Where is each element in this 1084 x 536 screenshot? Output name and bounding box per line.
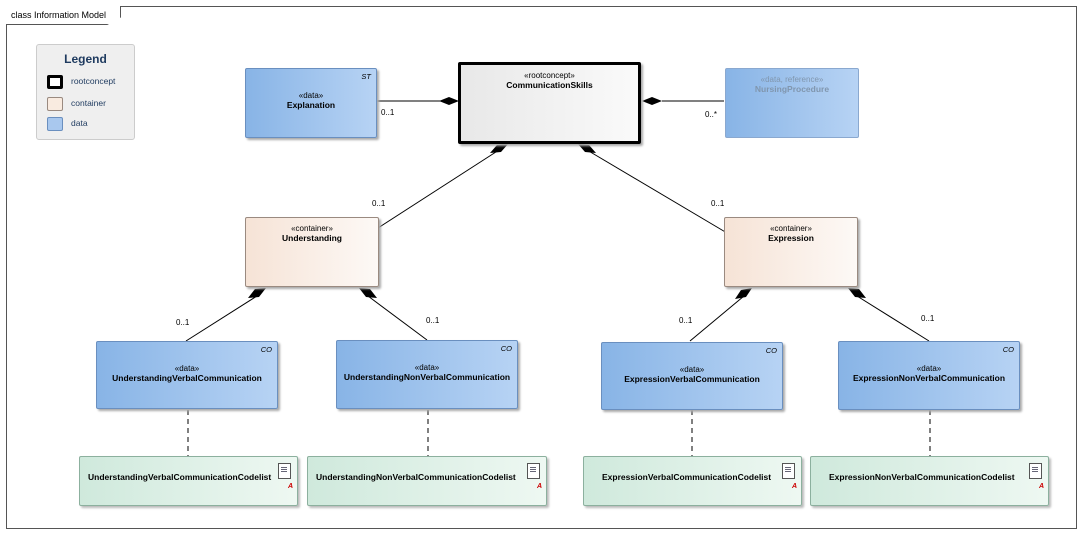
class-explanation[interactable]: ST «data» Explanation <box>245 68 377 138</box>
class-nursing-procedure[interactable]: «data, reference» NursingProcedure <box>725 68 859 138</box>
multiplicity-nursing-procedure: 0..* <box>705 110 718 119</box>
class-communication-skills[interactable]: «rootconcept» CommunicationSkills <box>458 62 641 144</box>
codelist-expression-verbal-name: ExpressionVerbalCommunicationCodelist <box>602 472 772 482</box>
codelist-understanding-nonverbal-name: UnderstandingNonVerbalCommunicationCodel… <box>316 472 516 482</box>
connector-understanding-nonverbal <box>367 295 428 341</box>
codelist-abstract-badge: A <box>287 483 293 490</box>
class-expression[interactable]: «container» Expression <box>724 217 858 287</box>
legend-label-data: data <box>71 118 88 128</box>
understanding-stereotype: «container» <box>291 224 333 233</box>
codelist-document-icon <box>278 463 291 479</box>
codelist-abstract-badge: A <box>791 483 797 490</box>
composition-diamond-explanation <box>439 97 459 105</box>
expression-verbal-name: ExpressionVerbalCommunication <box>624 374 760 384</box>
understanding-nonverbal-stereotype: «data» <box>414 363 440 372</box>
legend-label-rootconcept: rootconcept <box>71 76 116 86</box>
legend-swatch-container <box>47 97 63 111</box>
codelist-document-icon <box>1029 463 1042 479</box>
connector-expression-nonverbal <box>856 295 930 342</box>
composition-diamond-expression-verbal <box>735 288 752 299</box>
understanding-name: Understanding <box>282 233 342 243</box>
class-understanding-nonverbal-communication[interactable]: CO «data» UnderstandingNonVerbalCommunic… <box>336 340 518 409</box>
understanding-verbal-name: UnderstandingVerbalCommunication <box>112 373 262 383</box>
expression-verbal-type-code: CO <box>765 346 777 355</box>
connector-understanding <box>377 149 500 229</box>
codelist-document-icon <box>527 463 540 479</box>
class-understanding-verbal-communication[interactable]: CO «data» UnderstandingVerbalCommunicati… <box>96 341 278 409</box>
explanation-type-code: ST <box>361 72 371 81</box>
codelist-expression-nonverbal[interactable]: ExpressionNonVerbalCommunicationCodelist… <box>810 456 1049 506</box>
understanding-nonverbal-name: UnderstandingNonVerbalCommunication <box>343 372 511 382</box>
codelist-abstract-badge: A <box>536 483 542 490</box>
expression-name: Expression <box>768 233 814 243</box>
multiplicity-explanation: 0..1 <box>381 108 395 117</box>
composition-diamond-expression-nonverbal <box>848 288 866 298</box>
composition-diamond-expression <box>578 144 596 153</box>
multiplicity-expression: 0..1 <box>711 199 725 208</box>
expression-stereotype: «container» <box>770 224 812 233</box>
understanding-verbal-stereotype: «data» <box>174 364 200 373</box>
class-expression-nonverbal-communication[interactable]: CO «data» ExpressionNonVerbalCommunicati… <box>838 341 1020 410</box>
class-expression-verbal-communication[interactable]: CO «data» ExpressionVerbalCommunication <box>601 342 783 410</box>
understanding-verbal-type-code: CO <box>260 345 272 354</box>
explanation-stereotype: «data» <box>298 91 324 100</box>
expression-nonverbal-name: ExpressionNonVerbalCommunication <box>852 373 1006 383</box>
composition-diamond-nursing-procedure <box>642 97 662 105</box>
multiplicity-expression-nonverbal: 0..1 <box>921 314 935 323</box>
legend-swatch-rootconcept <box>47 75 63 89</box>
class-understanding[interactable]: «container» Understanding <box>245 217 379 287</box>
composition-diamond-understanding-verbal <box>248 288 266 298</box>
codelist-abstract-badge: A <box>1038 483 1044 490</box>
connector-expression <box>586 149 728 234</box>
multiplicity-understanding-verbal: 0..1 <box>176 318 190 327</box>
communication-skills-stereotype: «rootconcept» <box>524 71 575 80</box>
codelist-understanding-verbal[interactable]: UnderstandingVerbalCommunicationCodelist… <box>79 456 298 506</box>
expression-verbal-stereotype: «data» <box>679 365 705 374</box>
legend: Legend rootconcept container data <box>36 44 135 140</box>
connector-understanding-verbal <box>185 295 258 342</box>
expression-nonverbal-type-code: CO <box>1002 345 1014 354</box>
communication-skills-name: CommunicationSkills <box>506 80 593 90</box>
expression-nonverbal-stereotype: «data» <box>916 364 942 373</box>
legend-swatch-data <box>47 117 63 131</box>
nursing-procedure-name: NursingProcedure <box>754 84 830 94</box>
composition-diamond-understanding-nonverbal <box>359 288 377 298</box>
codelist-expression-verbal[interactable]: ExpressionVerbalCommunicationCodelist A <box>583 456 802 506</box>
explanation-name: Explanation <box>286 100 336 110</box>
understanding-nonverbal-type-code: CO <box>500 344 512 353</box>
multiplicity-understanding-nonverbal: 0..1 <box>426 316 440 325</box>
composition-diamond-understanding <box>490 144 508 153</box>
codelist-understanding-nonverbal[interactable]: UnderstandingNonVerbalCommunicationCodel… <box>307 456 547 506</box>
diagram-frame-title: class Information Model <box>6 6 122 25</box>
codelist-expression-nonverbal-name: ExpressionNonVerbalCommunicationCodelist <box>829 472 1015 482</box>
diagram-frame <box>6 6 1077 529</box>
legend-title: Legend <box>64 52 107 66</box>
codelist-understanding-verbal-name: UnderstandingVerbalCommunicationCodelist <box>88 472 272 482</box>
multiplicity-understanding: 0..1 <box>372 199 386 208</box>
legend-label-container: container <box>71 98 106 108</box>
nursing-procedure-stereotype: «data, reference» <box>760 75 824 84</box>
multiplicity-expression-verbal: 0..1 <box>679 316 693 325</box>
codelist-document-icon <box>782 463 795 479</box>
connector-expression-verbal <box>689 295 745 342</box>
